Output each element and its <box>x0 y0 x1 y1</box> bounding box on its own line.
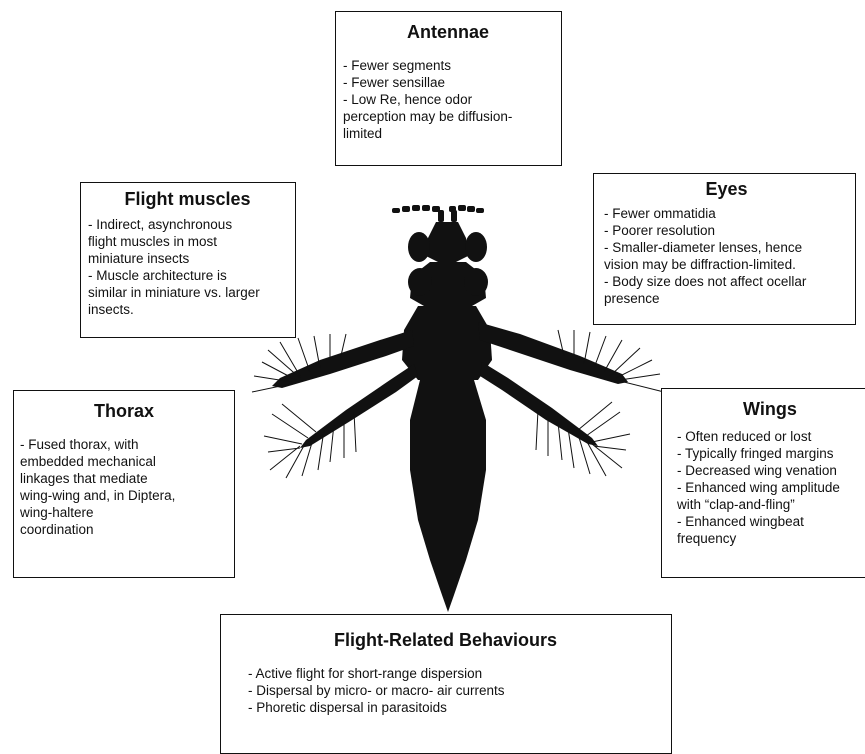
list-item: - Fewer segments <box>343 57 553 74</box>
list-item: - Indirect, asynchronous <box>88 216 287 233</box>
list-item: - Often reduced or lost <box>677 428 865 445</box>
list-item: wing-wing and, in Diptera, <box>20 487 228 504</box>
eye-left <box>408 232 430 262</box>
wings-title: Wings <box>677 398 865 420</box>
antenna-right <box>449 205 484 222</box>
list-item: - Smaller-diameter lenses, hence <box>604 239 849 256</box>
list-item: frequency <box>677 530 865 547</box>
list-item: - Body size does not affect ocellar <box>604 273 849 290</box>
thorax-box: Thorax - Fused thorax, with embedded mec… <box>13 390 235 578</box>
flight-behaviours-title: Flight-Related Behaviours <box>248 629 661 651</box>
list-item: - Fewer ommatidia <box>604 205 849 222</box>
flight-muscles-title: Flight muscles <box>88 188 287 210</box>
list-item: limited <box>343 125 553 142</box>
list-item: coordination <box>20 521 228 538</box>
list-item: - Fewer sensillae <box>343 74 553 91</box>
list-item: embedded mechanical <box>20 453 228 470</box>
thorax-title: Thorax <box>20 400 228 422</box>
list-item: insects. <box>88 301 287 318</box>
antennae-list: - Fewer segments - Fewer sensillae - Low… <box>343 57 553 142</box>
list-item: linkages that mediate <box>20 470 228 487</box>
list-item: - Decreased wing venation <box>677 462 865 479</box>
list-item: - Phoretic dispersal in parasitoids <box>248 699 661 716</box>
antennae-title: Antennae <box>343 21 553 43</box>
eye-right <box>465 232 487 262</box>
list-item: flight muscles in most <box>88 233 287 250</box>
flight-behaviours-box: Flight-Related Behaviours - Active fligh… <box>220 614 672 754</box>
list-item: - Active flight for short-range dispersi… <box>248 665 661 682</box>
flight-muscles-list: - Indirect, asynchronous flight muscles … <box>88 216 287 318</box>
list-item: - Poorer resolution <box>604 222 849 239</box>
eyes-box: Eyes - Fewer ommatidia - Poorer resoluti… <box>593 173 856 325</box>
list-item: - Enhanced wing amplitude <box>677 479 865 496</box>
list-item: - Muscle architecture is <box>88 267 287 284</box>
wings-box: Wings - Often reduced or lost - Typicall… <box>661 388 865 578</box>
list-item: - Enhanced wingbeat <box>677 513 865 530</box>
antennae-box: Antennae - Fewer segments - Fewer sensil… <box>335 11 562 166</box>
eyes-title: Eyes <box>604 178 849 200</box>
eyes-list: - Fewer ommatidia - Poorer resolution - … <box>604 205 849 307</box>
list-item: miniature insects <box>88 250 287 267</box>
list-item: - Low Re, hence odor <box>343 91 553 108</box>
list-item: vision may be diffraction-limited. <box>604 256 849 273</box>
list-item: - Dispersal by micro- or macro- air curr… <box>248 682 661 699</box>
thorax-list: - Fused thorax, with embedded mechanical… <box>20 436 228 538</box>
antenna-left <box>392 205 444 222</box>
flight-muscles-box: Flight muscles - Indirect, asynchronous … <box>80 182 296 338</box>
list-item: - Fused thorax, with <box>20 436 228 453</box>
wings-list: - Often reduced or lost - Typically frin… <box>677 428 865 547</box>
insect-head <box>426 222 468 262</box>
wing-right-hind <box>480 362 598 446</box>
list-item: perception may be diffusion- <box>343 108 553 125</box>
list-item: with “clap-and-fling” <box>677 496 865 513</box>
list-item: wing-haltere <box>20 504 228 521</box>
list-item: - Typically fringed margins <box>677 445 865 462</box>
flight-behaviours-list: - Active flight for short-range dispersi… <box>248 665 661 716</box>
list-item: similar in miniature vs. larger <box>88 284 287 301</box>
list-item: presence <box>604 290 849 307</box>
insect-abdomen <box>410 380 486 612</box>
